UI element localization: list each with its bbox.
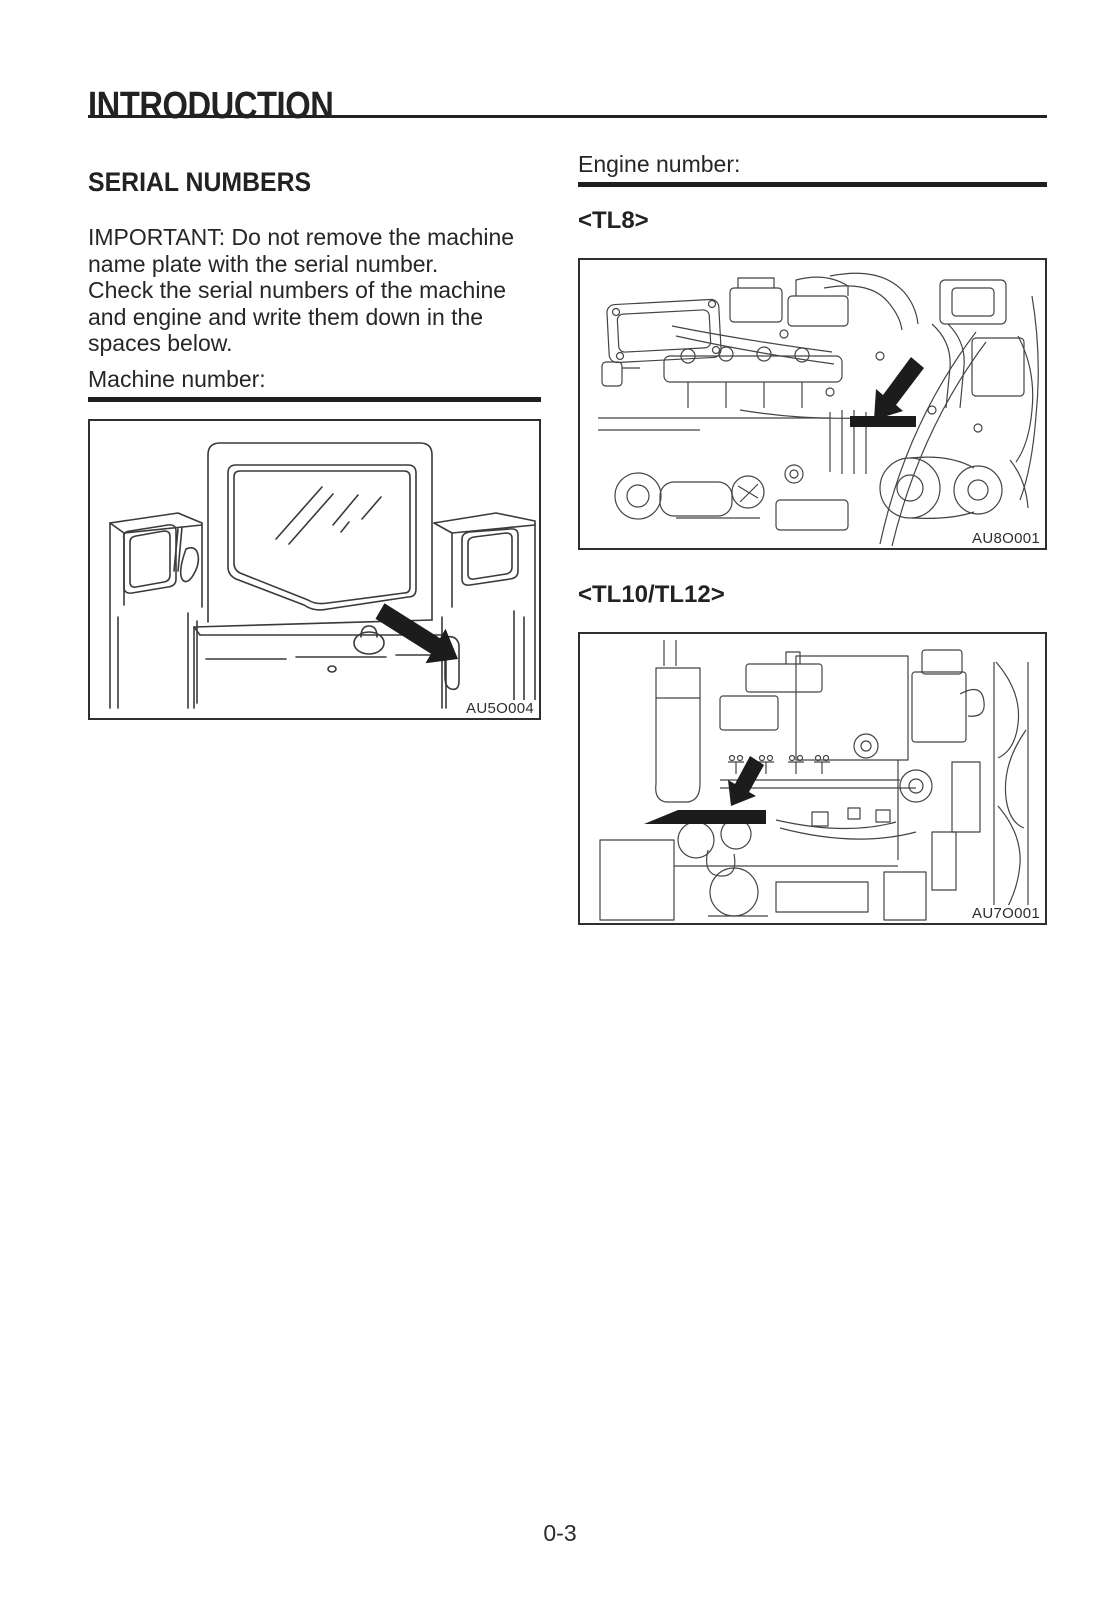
machine-figure-code: AU5O004 — [464, 700, 536, 717]
tl10-tl12-heading: <TL10/TL12> — [578, 581, 725, 608]
tl10-tl12-engine-figure: AU7O001 — [578, 632, 1047, 925]
serial-numbers-heading: SERIAL NUMBERS — [88, 167, 312, 198]
page-title: INTRODUCTION — [88, 85, 334, 128]
engine-number-label: Engine number: — [578, 151, 741, 177]
tl10-tl12-figure-code: AU7O001 — [970, 905, 1042, 922]
engine-plate-bar — [850, 416, 916, 427]
machine-rear-view-drawing — [109, 442, 536, 709]
machine-number-rule — [88, 397, 541, 402]
engine-plate-arrow — [874, 357, 924, 420]
engine-plate-arrow — [728, 756, 764, 806]
machine-number-figure: AU5O004 — [88, 419, 541, 720]
important-note: IMPORTANT: Do not remove the machine nam… — [88, 224, 515, 356]
tl8-heading: <TL8> — [578, 207, 649, 234]
title-rule — [88, 115, 1047, 118]
engine-number-rule — [578, 182, 1047, 187]
tl10-tl12-engine-drawing — [599, 640, 1029, 921]
cab-outline — [207, 442, 433, 623]
engine-plate-bar — [644, 810, 766, 824]
tl8-engine-figure: AU8O001 — [578, 258, 1047, 550]
page-number: 0-3 — [543, 1520, 577, 1546]
tl8-figure-code: AU8O001 — [970, 530, 1042, 547]
machine-number-label: Machine number: — [88, 366, 266, 392]
tl8-engine-drawing — [598, 272, 1039, 547]
machine-plate-arrow — [375, 603, 458, 664]
